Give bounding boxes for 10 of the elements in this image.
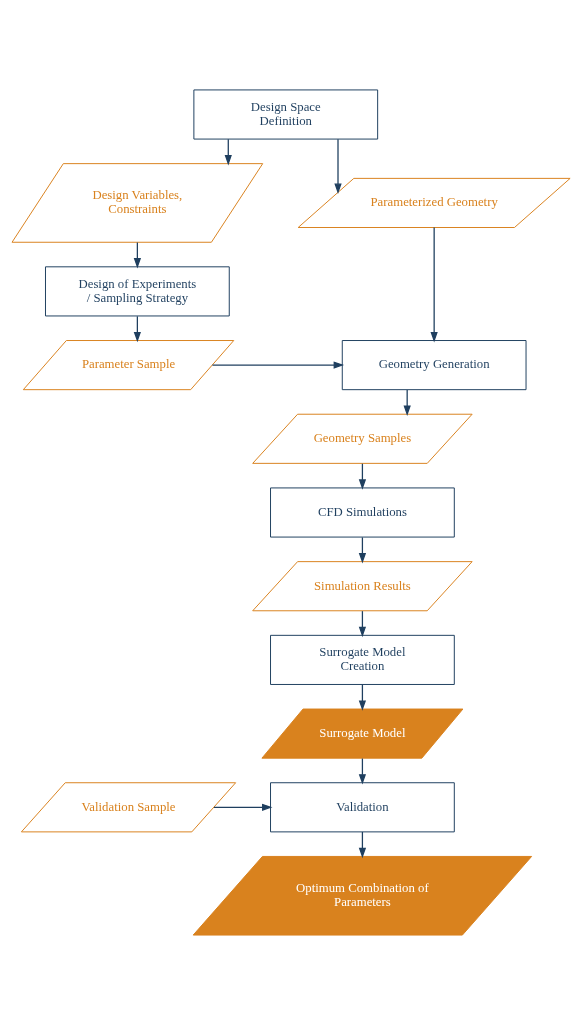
arrow	[211, 360, 345, 369]
arrow	[213, 803, 273, 811]
node-box: Design Space Definition	[193, 88, 379, 140]
node-box: Design of Experiments / Sampling Strategy	[45, 265, 230, 316]
node-box: Geometry Generation	[341, 339, 527, 390]
arrow	[430, 226, 438, 342]
node-box: Surrogate Model Creation	[270, 634, 455, 685]
node-box: CFD Simulations	[270, 486, 455, 538]
node-box: Validation	[270, 781, 455, 832]
arrow	[334, 138, 342, 194]
